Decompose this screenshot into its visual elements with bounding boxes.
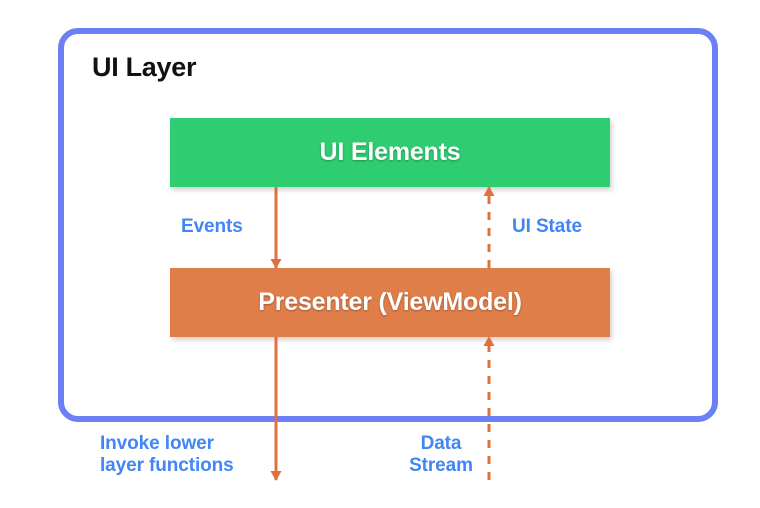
edge-label-data-stream-line1: Data: [420, 433, 462, 454]
edge-label-events: Events: [181, 216, 243, 237]
node-presenter-viewmodel: Presenter (ViewModel): [170, 268, 610, 337]
edge-label-invoke-lower-layer-functions: Invoke lower layer functions: [100, 433, 234, 477]
edge-label-data-stream-line2: Stream: [409, 455, 473, 476]
layer-title: UI Layer: [92, 52, 197, 82]
ui-layer-boundary: [58, 28, 718, 422]
edge-label-invoke-line2: layer functions: [100, 455, 234, 476]
edge-label-invoke-line1: Invoke lower: [100, 433, 214, 454]
node-presenter-viewmodel-label: Presenter (ViewModel): [258, 288, 522, 316]
node-ui-elements-label: UI Elements: [319, 138, 461, 166]
edge-label-data-stream: Data Stream: [405, 433, 477, 477]
edge-label-ui-state: UI State: [512, 216, 582, 237]
node-ui-elements: UI Elements: [170, 118, 610, 187]
